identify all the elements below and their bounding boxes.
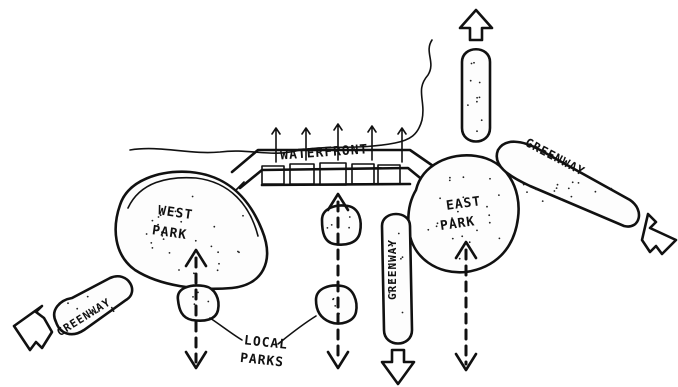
stipple-dot <box>400 258 402 260</box>
stipple-dot <box>427 229 429 231</box>
stipple-dot <box>535 189 537 191</box>
stipple-dot <box>194 303 196 305</box>
stipple-dot <box>467 104 469 106</box>
stipple-dot <box>439 197 441 199</box>
stipple-dot <box>498 194 500 196</box>
stipple-dot <box>436 225 438 227</box>
stipple-dot <box>473 62 475 64</box>
stipple-dot <box>192 196 194 198</box>
stipple-dot <box>542 200 544 202</box>
local-park-center-top <box>322 206 361 245</box>
stipple-dot <box>113 310 115 312</box>
hollow-arrow-up-icon <box>460 10 492 40</box>
stipple-dot <box>146 233 148 235</box>
stipple-dot <box>481 119 483 121</box>
river-line <box>130 40 432 153</box>
local-parks-leader-west <box>210 318 242 340</box>
stipple-dot <box>334 305 336 307</box>
stipple-dot <box>463 176 465 178</box>
stipple-dot <box>218 263 220 265</box>
stipple-dot <box>526 191 528 193</box>
stipple-dot <box>238 251 240 253</box>
stipple-dot <box>195 240 197 242</box>
stipple-dot <box>556 187 558 189</box>
stipple-dot <box>470 80 472 82</box>
stipple-dot <box>523 184 525 186</box>
stipple-dot <box>402 312 404 314</box>
stipple-dot <box>476 130 478 132</box>
local-parks-label-line1: LOCAL <box>243 333 288 353</box>
local-park-west <box>178 286 219 321</box>
stipple-dot <box>449 177 451 179</box>
stipple-dot <box>217 251 219 253</box>
south-greenway-label: GREENWAY <box>386 239 399 300</box>
hollow-arrow-right-icon <box>642 214 676 254</box>
north-greenway-pill <box>462 49 490 141</box>
stipple-dot <box>554 190 556 192</box>
stipple-dot <box>489 178 491 180</box>
stipple-dot <box>499 238 501 240</box>
stipple-dot <box>476 101 478 103</box>
stipple-dot <box>489 222 491 224</box>
stipple-dot <box>469 241 471 243</box>
stipple-dot <box>211 246 213 248</box>
stipple-dot <box>333 298 335 300</box>
stipple-dot <box>402 256 404 258</box>
stipple-dot <box>571 196 573 198</box>
stipple-dot <box>595 191 597 193</box>
stipple-dot <box>67 302 69 304</box>
stipple-dot <box>611 188 613 190</box>
stipple-dot <box>207 301 209 303</box>
stipple-dot <box>479 97 481 99</box>
local-parks-label-line2: PARKS <box>239 351 284 371</box>
stipple-dot <box>461 235 463 237</box>
stipple-dot <box>152 247 154 249</box>
stipple-dot <box>449 180 451 182</box>
stipple-dot <box>150 242 152 244</box>
stipple-dot <box>178 269 180 271</box>
stipple-dot <box>488 214 490 216</box>
stipple-dot <box>398 233 400 235</box>
stipple-dot <box>471 63 473 65</box>
stipple-dot <box>76 308 78 310</box>
stipple-dot <box>349 216 351 218</box>
stipple-dot <box>578 182 580 184</box>
stipple-dot <box>437 222 439 224</box>
stipple-dot <box>169 252 171 254</box>
stipple-dot <box>476 230 478 232</box>
stipple-dot <box>213 226 215 228</box>
hollow-arrow-left-icon <box>14 306 52 350</box>
local-park-center-bottom <box>316 286 356 324</box>
stipple-dot <box>217 269 219 271</box>
stipple-dot <box>479 82 481 84</box>
stipple-dot <box>452 238 454 240</box>
stipple-dot <box>327 227 329 229</box>
stipple-dot <box>242 215 244 217</box>
stipple-dot <box>348 227 350 229</box>
stipple-dot <box>568 188 570 190</box>
stipple-dot <box>486 206 488 208</box>
west-park-blob <box>116 172 267 289</box>
stipple-dot <box>331 224 333 226</box>
stipple-dot <box>152 220 154 222</box>
stipple-dot <box>476 97 478 99</box>
stipple-dot <box>572 181 574 183</box>
waterfront-label: WATERFRONT <box>280 142 369 163</box>
stipple-dot <box>459 258 461 260</box>
stipple-dot <box>557 184 559 186</box>
hollow-arrow-down-icon <box>382 350 414 384</box>
stipple-dot <box>87 296 89 298</box>
east-park-blob <box>408 155 518 272</box>
stipple-dot <box>192 296 194 298</box>
stipple-dot <box>561 198 563 200</box>
